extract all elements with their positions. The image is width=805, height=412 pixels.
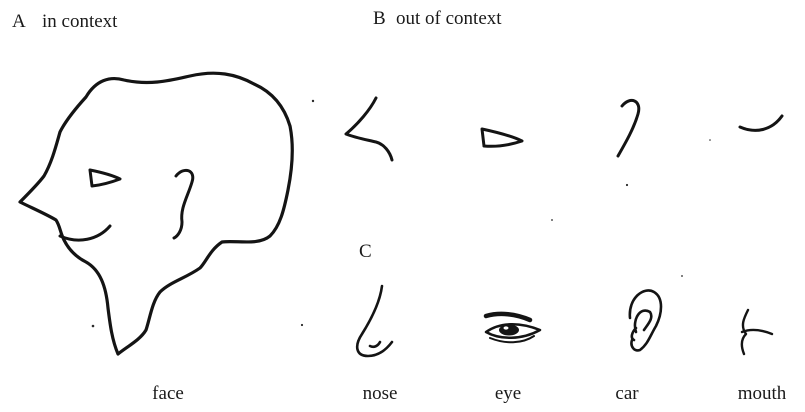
ear-out-of-context [618,100,639,156]
face-ear [174,170,193,238]
face-outline [20,73,292,354]
nose-out-of-context [346,98,392,160]
scan-specks [92,100,711,328]
eye-out-of-context [482,129,522,146]
face-mouth [60,226,110,240]
mouth-out-of-context [740,116,782,130]
nose-realistic [357,286,392,356]
eye-realistic [486,314,540,342]
ear-realistic [630,290,661,350]
realistic-drawings [357,286,772,356]
out-of-context-drawings [346,98,782,160]
face-drawing [20,73,292,354]
mouth-realistic [742,310,772,354]
face-eye [90,170,120,186]
